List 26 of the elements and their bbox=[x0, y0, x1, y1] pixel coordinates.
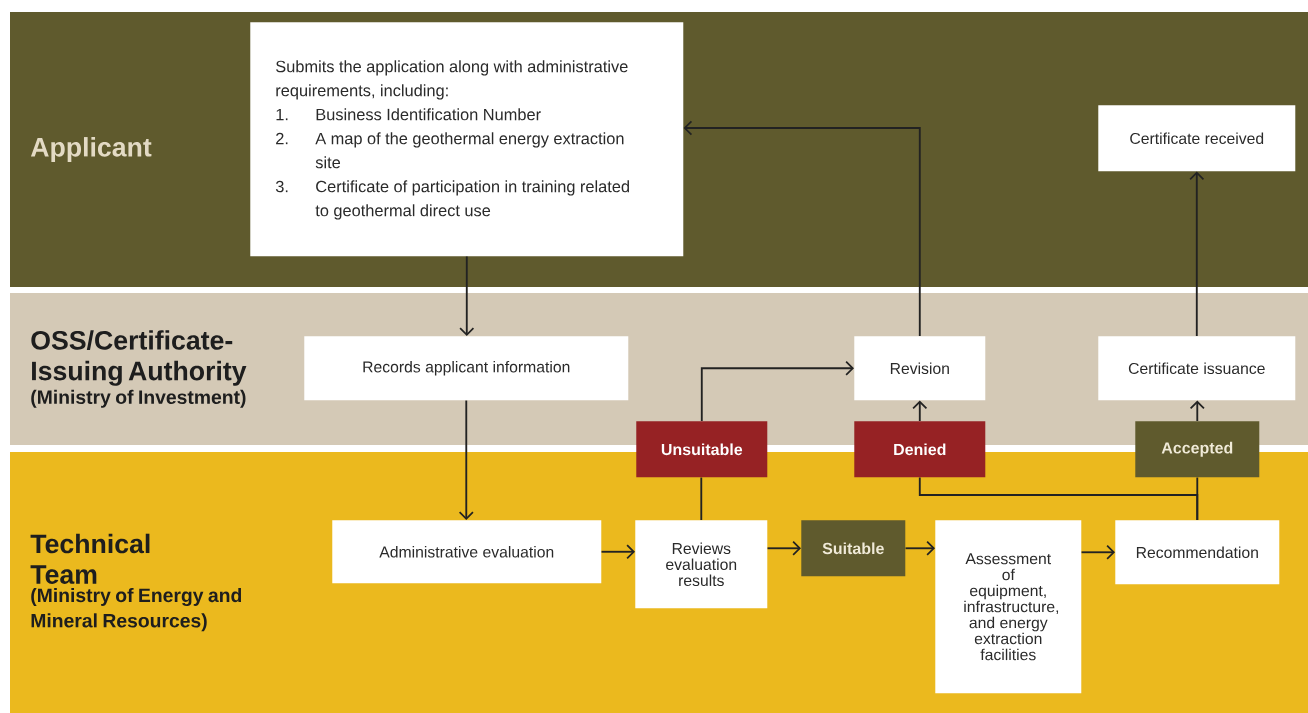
outcome-box: Denied bbox=[854, 421, 986, 478]
connector-line bbox=[700, 476, 703, 521]
process-box: Administrative evaluation bbox=[332, 520, 602, 584]
requirements-box: Submits the application along with administrative requirements, including: 1. Business Identification Number 2. A map of the geothermal energy extraction site 3. Certificate of participation in training related to geothermal direct use bbox=[250, 22, 684, 257]
outcome-box: Suitable bbox=[801, 520, 906, 577]
process-box: Certificate issuance bbox=[1098, 336, 1296, 401]
arrow bbox=[766, 540, 801, 556]
arrow bbox=[458, 399, 474, 520]
process-box: Revision bbox=[854, 336, 986, 401]
process-box: Recommendation bbox=[1115, 520, 1280, 585]
arrow bbox=[600, 544, 635, 560]
process-box: Reviews evaluation results bbox=[635, 520, 768, 609]
process-box: Records applicant information bbox=[304, 336, 629, 401]
arrow bbox=[1080, 544, 1115, 560]
connector-line bbox=[918, 476, 1199, 521]
arrow bbox=[1189, 171, 1205, 337]
outcome-box: Unsuitable bbox=[636, 421, 768, 478]
arrow bbox=[904, 540, 935, 556]
process-box: Certificate received bbox=[1098, 105, 1296, 172]
arrow bbox=[459, 255, 475, 336]
outcome-box: Accepted bbox=[1135, 421, 1260, 478]
arrow bbox=[912, 400, 928, 422]
arrow bbox=[700, 360, 854, 422]
process-box: Assessment of equipment, infrastructure, and energy extraction facilities bbox=[935, 520, 1082, 694]
arrow bbox=[1189, 400, 1205, 422]
arrow bbox=[683, 120, 921, 337]
